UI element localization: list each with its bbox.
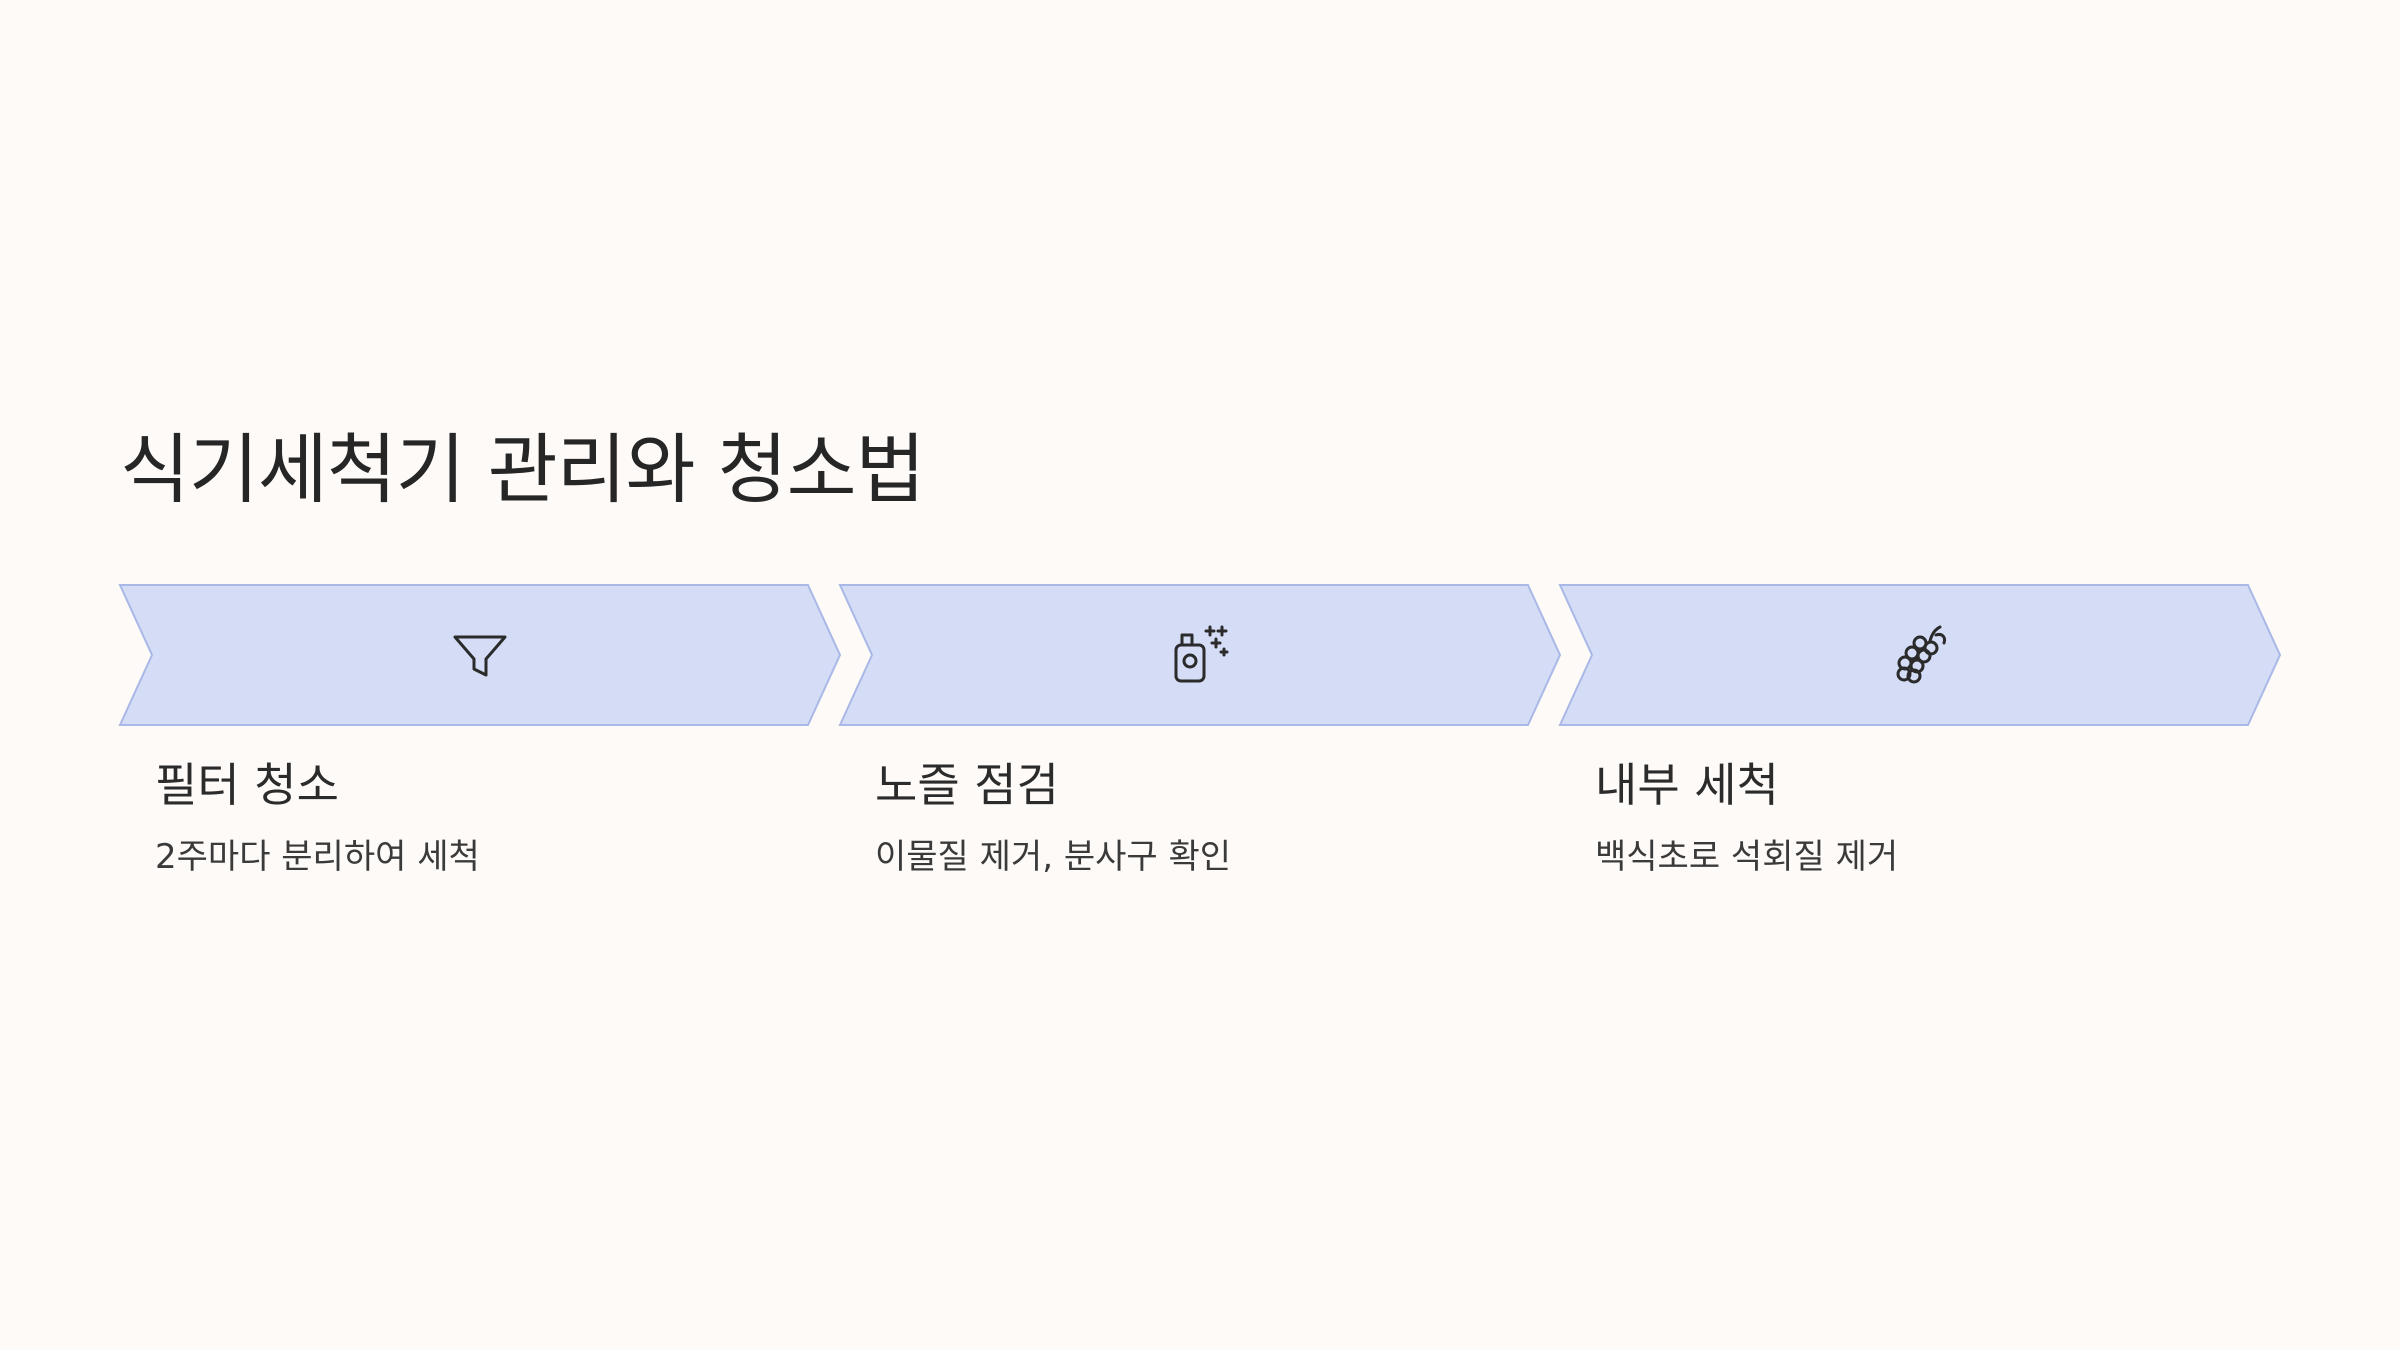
step-description: 이물질 제거, 분사구 확인 bbox=[875, 837, 1232, 877]
chevron-arrow-shape bbox=[838, 584, 1562, 726]
process-step-filter: 필터 청소 2주마다 분리하여 세척 bbox=[118, 584, 842, 877]
step-description: 백식초로 석회질 제거 bbox=[1595, 837, 1899, 877]
chevron-arrow-shape bbox=[118, 584, 842, 726]
process-step-nozzle: 노즐 점검 이물질 제거, 분사구 확인 bbox=[838, 584, 1562, 877]
chevron-arrow-shape bbox=[1558, 584, 2282, 726]
step-title: 노즐 점검 bbox=[875, 758, 1059, 812]
step-description: 2주마다 분리하여 세척 bbox=[155, 837, 480, 877]
step-title: 필터 청소 bbox=[155, 758, 339, 812]
funnel-filter-icon bbox=[440, 615, 520, 695]
page-title: 식기세척기 관리와 청소법 bbox=[120, 425, 925, 514]
spray-bottle-sparkle-icon bbox=[1160, 615, 1240, 695]
step-title: 내부 세척 bbox=[1595, 758, 1779, 812]
grapes-icon bbox=[1880, 615, 1960, 695]
process-step-interior: 내부 세척 백식초로 석회질 제거 bbox=[1558, 584, 2282, 877]
